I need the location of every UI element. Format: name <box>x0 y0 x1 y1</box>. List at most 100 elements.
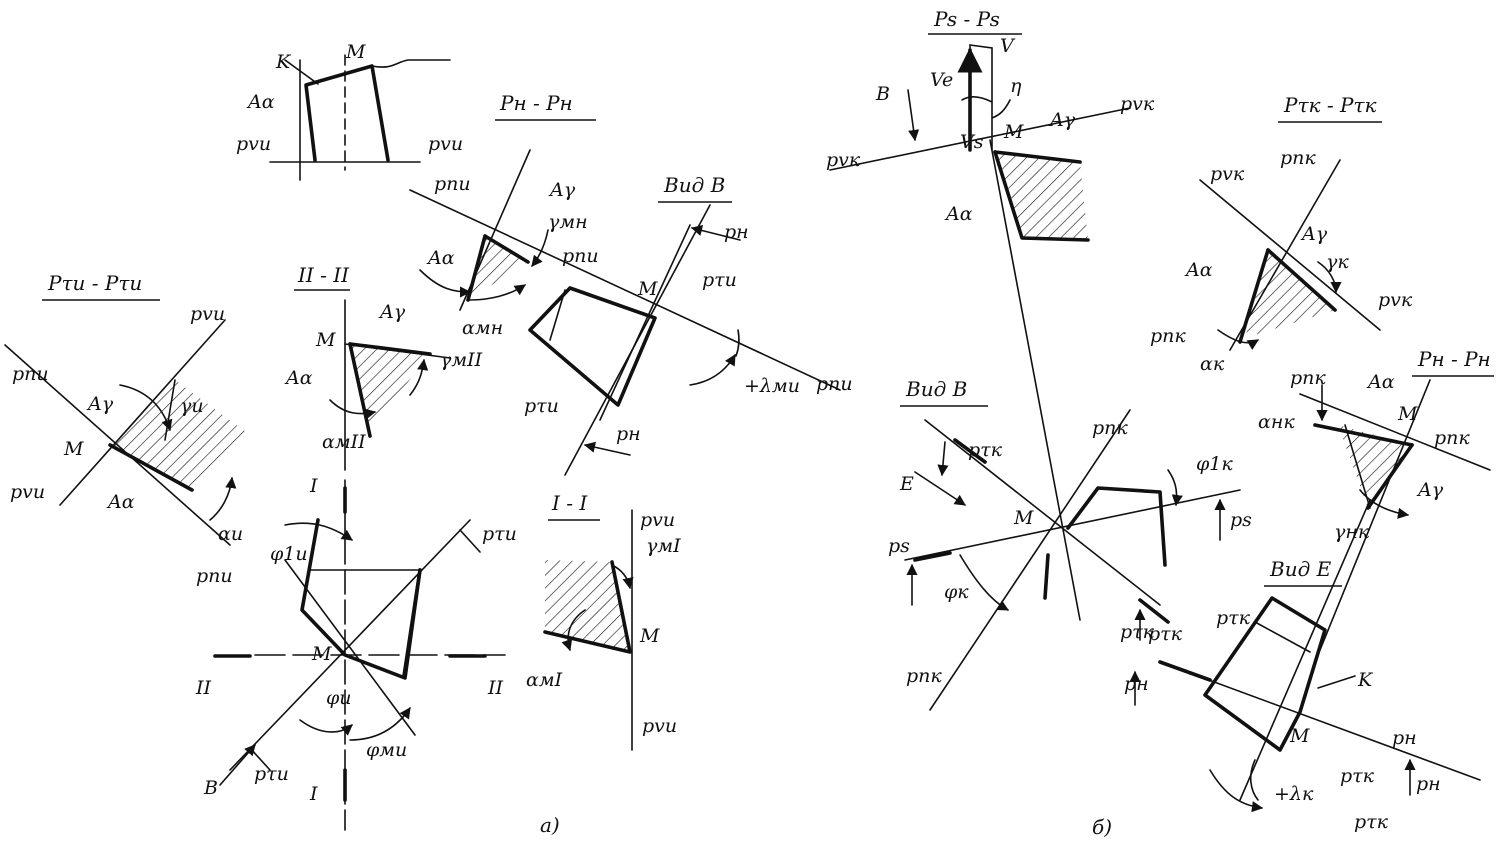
b-view-e: pτк pτк K pн M pн pτк pн +λк pτк <box>1120 499 1481 833</box>
label-gamma-i: γи <box>180 395 204 417</box>
label-p-n: pн <box>724 221 749 243</box>
label-p-n: pн <box>616 423 641 445</box>
label-p-pk: pпк <box>1434 427 1470 449</box>
label-a-gamma: Aγ <box>1048 109 1076 131</box>
label-p-tau-k: pτк <box>968 439 1003 461</box>
label-alpha-k: αк <box>1200 353 1225 375</box>
label-m: M <box>1003 121 1024 143</box>
label-m: M <box>639 625 660 647</box>
b-section-s: V Ve η B pvк Aγ Vs M pvк Aα <box>826 35 1155 621</box>
label-p-vi: pvи <box>10 481 45 503</box>
title-a-section-2: II - II <box>297 263 350 287</box>
label-alpha-m2: αмII <box>322 431 366 453</box>
title-a-section-tau: Pτи - Pτи <box>47 271 142 295</box>
label-p-tau-k: pτк <box>1120 621 1155 643</box>
label-b: B <box>203 777 218 799</box>
label-a-gamma: Aγ <box>1300 223 1328 245</box>
label-a-gamma: Aγ <box>548 179 576 201</box>
title-b-section-n: Pн - Pн <box>1417 347 1491 371</box>
label-p-vi: pvи <box>190 303 225 325</box>
label-m: M <box>1289 725 1310 747</box>
b-section-n: pпк Aα M αнк pпк Aγ γнк <box>1258 367 1491 651</box>
label-k: K <box>275 51 292 73</box>
label-alpha-mn: αмн <box>462 317 503 339</box>
label-phi-1k: φ1к <box>1196 453 1233 475</box>
a-view-b: pн pпи pτи M +λми pпи pτи pн <box>524 204 853 476</box>
label-p-vk: pvк <box>1210 163 1245 185</box>
label-p-tau-i: pτи <box>702 269 737 291</box>
label-v: V <box>1000 35 1016 57</box>
label-m: M <box>345 41 366 63</box>
title-b-view-b: Вид В <box>905 377 967 401</box>
title-b-view-e: Вид Е <box>1269 557 1332 581</box>
label-p-tau-i: pτи <box>524 395 559 417</box>
a-section-1: pvи γмI M αмI pvи <box>526 509 681 751</box>
label-alpha-nk: αнк <box>1258 411 1295 433</box>
label-p-vi: pvи <box>640 509 675 531</box>
label-gamma-mn: γмн <box>548 211 588 233</box>
label-a-alpha: Aα <box>246 91 275 113</box>
label-p-vi: pvи <box>236 133 271 155</box>
label-a-alpha: Aα <box>944 203 973 225</box>
label-eta: η <box>1010 75 1022 97</box>
label-roman-1: I <box>309 783 318 805</box>
label-lambda-mi: +λми <box>744 375 800 397</box>
label-a-gamma: Aγ <box>1416 479 1444 501</box>
a-plan-view: I φ1и pτи M II II φи φми B pτи I <box>195 475 517 831</box>
label-a-alpha: Aα <box>284 367 313 389</box>
title-a-section-1: I - I <box>551 491 588 515</box>
label-a-gamma: Aγ <box>86 393 114 415</box>
label-p-pk: pпк <box>1092 417 1128 439</box>
a-section-tau: pvи pпи Aγ γи M pvи Aα αи pпи <box>4 303 246 587</box>
b-section-tau: pпк pvк Aγ γк Aα pvк pпк αк <box>1150 147 1413 375</box>
caption-panel-b: б) <box>1092 815 1112 839</box>
label-p-tau-k: pτк <box>1216 607 1251 629</box>
label-phi-1i: φ1и <box>270 543 308 565</box>
label-a-alpha: Aα <box>106 491 135 513</box>
title-a-view-b: Вид В <box>663 173 725 197</box>
label-p-vi: pvи <box>642 715 677 737</box>
title-a-main-section: Pн - Pн <box>499 91 573 115</box>
label-m: M <box>637 278 658 300</box>
label-roman-1: I <box>309 475 318 497</box>
a-section-2: M Aγ γмII Aα αмII <box>284 299 483 471</box>
label-p-vk: pvк <box>826 149 861 171</box>
label-p-pi: pпи <box>12 363 49 385</box>
label-phi-k: φк <box>944 581 969 603</box>
label-gamma-k: γк <box>1326 251 1349 273</box>
label-m: M <box>1397 403 1418 425</box>
label-roman-2: II <box>195 677 212 699</box>
panel-b: Ps - Ps V Ve η B pvк Aγ Vs M pvк Aα Pτк … <box>826 7 1494 839</box>
label-alpha-i: αи <box>218 523 243 545</box>
label-p-tau-k: pτк <box>1340 765 1375 787</box>
label-gamma-m1: γмI <box>646 535 681 557</box>
label-m: M <box>315 329 336 351</box>
label-phi-mi: φми <box>366 739 407 761</box>
label-p-tau-i: pτи <box>482 523 517 545</box>
label-a-alpha: Aα <box>1366 371 1395 393</box>
label-m: M <box>63 438 84 460</box>
label-a-alpha: Aα <box>426 247 455 269</box>
label-a-gamma: Aγ <box>378 301 406 323</box>
label-p-n: pн <box>1416 773 1441 795</box>
label-p-pi: pпи <box>562 245 599 267</box>
a-main-section: pпи Aγ γмн Aα αмн <box>409 149 841 391</box>
label-p-tau-k: pτк <box>1354 811 1389 833</box>
caption-panel-a: а) <box>540 813 560 837</box>
label-ve: Ve <box>930 69 953 91</box>
label-vs: Vs <box>960 131 984 153</box>
label-p-pi: pпи <box>196 565 233 587</box>
b-view-b: pпк pτк φ1к E M ps ps φк pτк pпк <box>888 409 1252 711</box>
label-m: M <box>311 643 332 665</box>
label-p-n: pн <box>1392 727 1417 749</box>
label-p-pk: pпк <box>1150 325 1186 347</box>
label-lambda-k: +λк <box>1274 783 1314 805</box>
label-gamma-m2: γмII <box>440 349 483 371</box>
label-p-s: ps <box>1230 509 1252 531</box>
label-roman-2: II <box>487 677 504 699</box>
label-p-n: pн <box>1124 673 1149 695</box>
label-p-tau-i: pτи <box>254 763 289 785</box>
label-e: E <box>899 473 914 495</box>
label-b: B <box>875 83 890 105</box>
